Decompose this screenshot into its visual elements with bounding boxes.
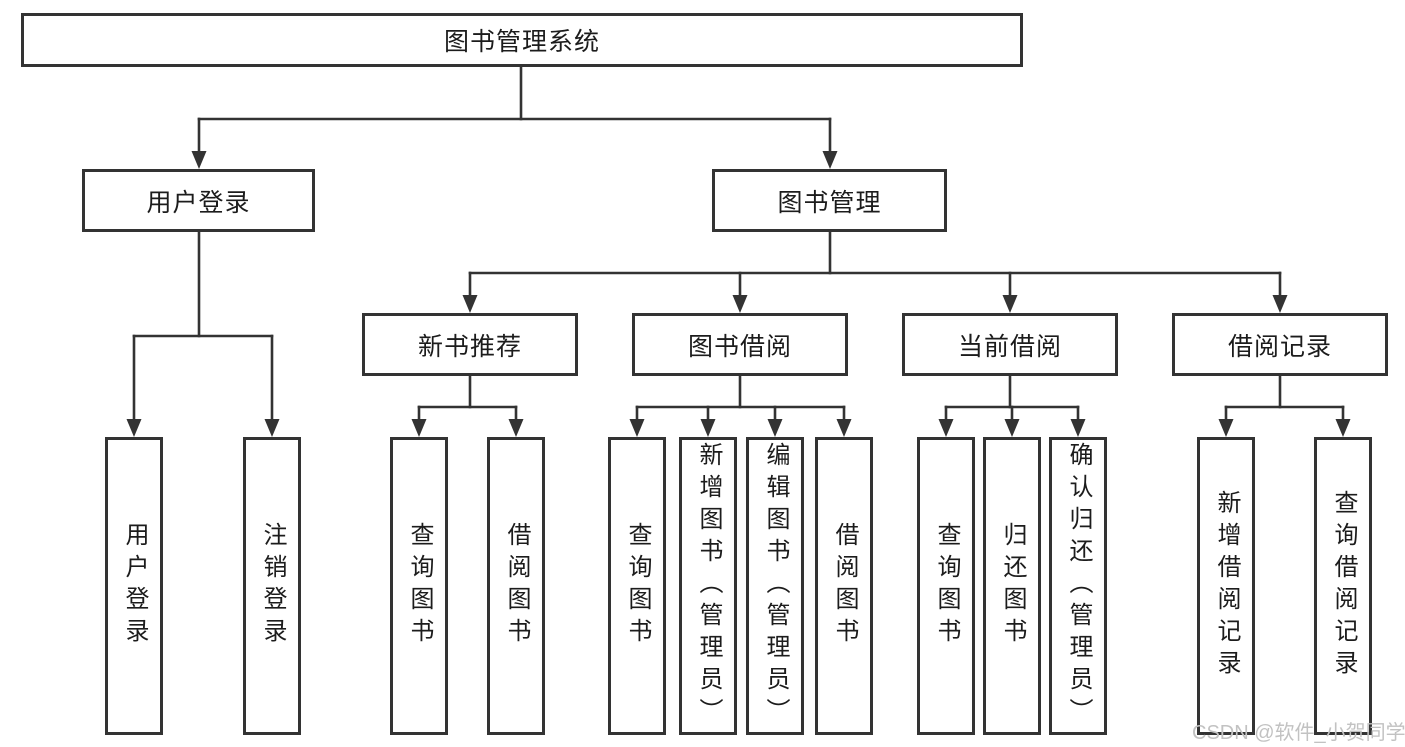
node-current-borrowing: 当前借阅 [902, 313, 1118, 376]
node-leaf-return-books: 归还图书 [983, 437, 1041, 735]
node-user-login: 用户登录 [82, 169, 315, 232]
node-library-management-system: 图书管理系统 [21, 13, 1023, 67]
node-borrowing-records: 借阅记录 [1172, 313, 1388, 376]
node-leaf-query-books-2: 查询图书 [608, 437, 666, 735]
node-leaf-borrow-books-2: 借阅图书 [815, 437, 873, 735]
node-leaf-query-books-1: 查询图书 [390, 437, 448, 735]
node-leaf-borrow-books-1: 借阅图书 [487, 437, 545, 735]
node-leaf-user-login: 用户登录 [105, 437, 163, 735]
node-book-borrowing: 图书借阅 [632, 313, 848, 376]
node-new-book-recommendation: 新书推荐 [362, 313, 578, 376]
csdn-watermark: CSDN @软件_小贺同学 [1192, 722, 1405, 744]
node-leaf-confirm-return-admin: 确认归还（管理员） [1049, 437, 1107, 735]
node-leaf-add-books-admin: 新增图书（管理员） [679, 437, 737, 735]
node-leaf-logout: 注销登录 [243, 437, 301, 735]
node-leaf-edit-books-admin: 编辑图书（管理员） [746, 437, 804, 735]
node-leaf-query-borrow-record: 查询借阅记录 [1314, 437, 1372, 735]
node-book-management: 图书管理 [712, 169, 947, 232]
node-leaf-query-books-3: 查询图书 [917, 437, 975, 735]
node-leaf-add-borrow-record: 新增借阅记录 [1197, 437, 1255, 735]
